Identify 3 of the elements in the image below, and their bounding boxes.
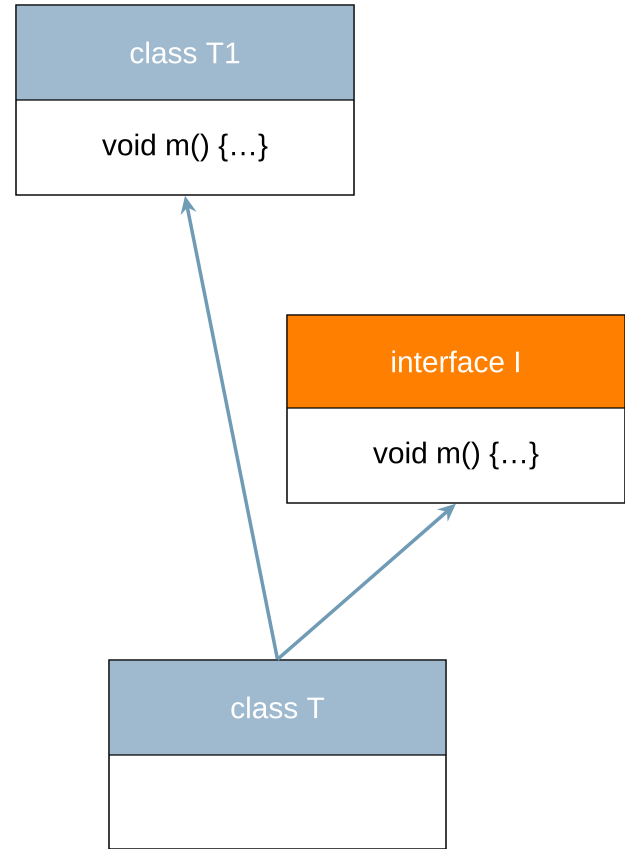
class-box: class T1 void m() {…} (15, 4, 355, 196)
class-box: class T (108, 659, 447, 849)
class-box: interface I void m() {…} (286, 314, 625, 504)
